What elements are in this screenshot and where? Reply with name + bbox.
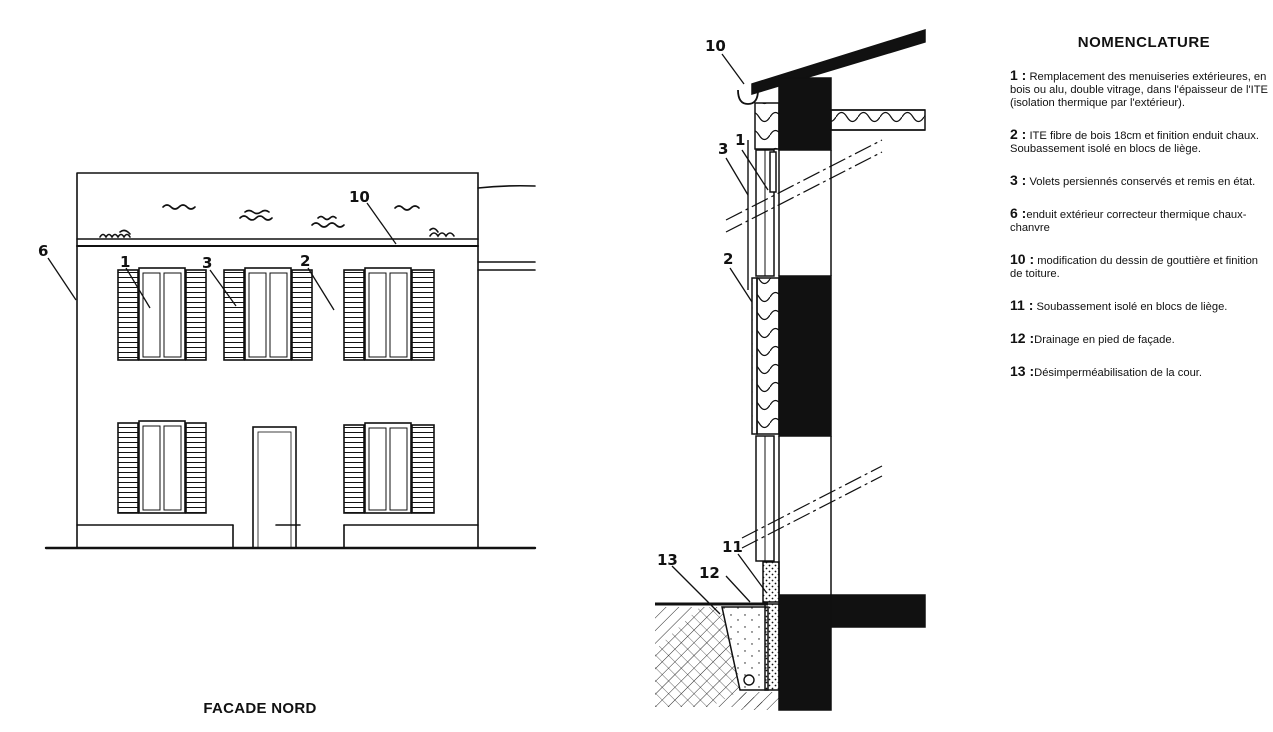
window-lower-right [343, 422, 435, 514]
nomenclature-item: 2 : ITE fibre de bois 18cm et finition e… [1010, 126, 1268, 156]
facade-label-10: 10 [349, 188, 370, 206]
item-number: 2 : [1010, 126, 1027, 142]
facade-label-3: 3 [202, 254, 212, 272]
nomenclature-title: NOMENCLATURE [1077, 34, 1211, 51]
item-text: ITE fibre de bois 18cm et finition endui… [1010, 130, 1259, 155]
item-number: 11 : [1010, 297, 1034, 313]
nomenclature-item: 6 :enduit extérieur correcteur thermique… [1010, 205, 1268, 235]
item-number: 3 : [1010, 172, 1027, 188]
facade-elevation [44, 172, 537, 550]
item-number: 13 : [1010, 363, 1035, 379]
item-text: Volets persiennés conservés et remis en … [1026, 176, 1256, 188]
window-upper-left [117, 267, 207, 361]
facade-leaders [47, 202, 397, 311]
window-lower-left [117, 420, 207, 514]
nomenclature-item: 11 : Soubassement isolé en blocs de lièg… [1010, 297, 1268, 314]
item-text: Remplacement des menuiseries extérieures… [1010, 71, 1269, 109]
wall-section [655, 28, 926, 711]
nomenclature-item: 1 : Remplacement des menuiseries extérie… [1010, 67, 1269, 110]
facade-label-6: 6 [38, 242, 48, 260]
item-text: modification du dessin de gouttière et f… [1010, 255, 1259, 280]
nomenclature-item: 13 :Désimperméabilisation de la cour. [1010, 363, 1268, 380]
nomenclature-item: 10 : modification du dessin de gouttière… [1010, 251, 1268, 281]
section-label-10: 10 [705, 37, 726, 55]
nomenclature-panel: NOMENCLATURE 1 : Remplacement des menuis… [1010, 34, 1268, 398]
item-text: enduit extérieur correcteur thermique ch… [1010, 209, 1247, 234]
section-label-11: 11 [722, 538, 743, 556]
facade-windows [117, 267, 435, 514]
window-upper-right [343, 267, 435, 361]
section-label-1: 1 [735, 131, 745, 149]
item-number: 1 : [1010, 67, 1027, 83]
section-label-13: 13 [657, 551, 678, 569]
section-label-12: 12 [699, 564, 720, 582]
item-number: 6 : [1010, 205, 1027, 221]
facade-label-1: 1 [120, 253, 130, 271]
item-text: Drainage en pied de façade. [1034, 334, 1175, 346]
nomenclature-item: 3 : Volets persiennés conservés et remis… [1010, 172, 1268, 189]
nomenclature-item: 12 :Drainage en pied de façade. [1010, 330, 1268, 347]
section-leaders [671, 53, 769, 615]
item-number: 12 : [1010, 330, 1035, 346]
facade-title: FACADE NORD [203, 700, 317, 717]
item-number: 10 : [1010, 251, 1035, 267]
item-text: Désimperméabilisation de la cour. [1034, 367, 1203, 379]
section-label-3: 3 [718, 140, 728, 158]
window-upper-middle [223, 267, 313, 361]
section-label-2: 2 [723, 250, 733, 268]
item-text: Soubassement isolé en blocs de liège. [1033, 301, 1228, 313]
facade-label-2: 2 [300, 252, 310, 270]
